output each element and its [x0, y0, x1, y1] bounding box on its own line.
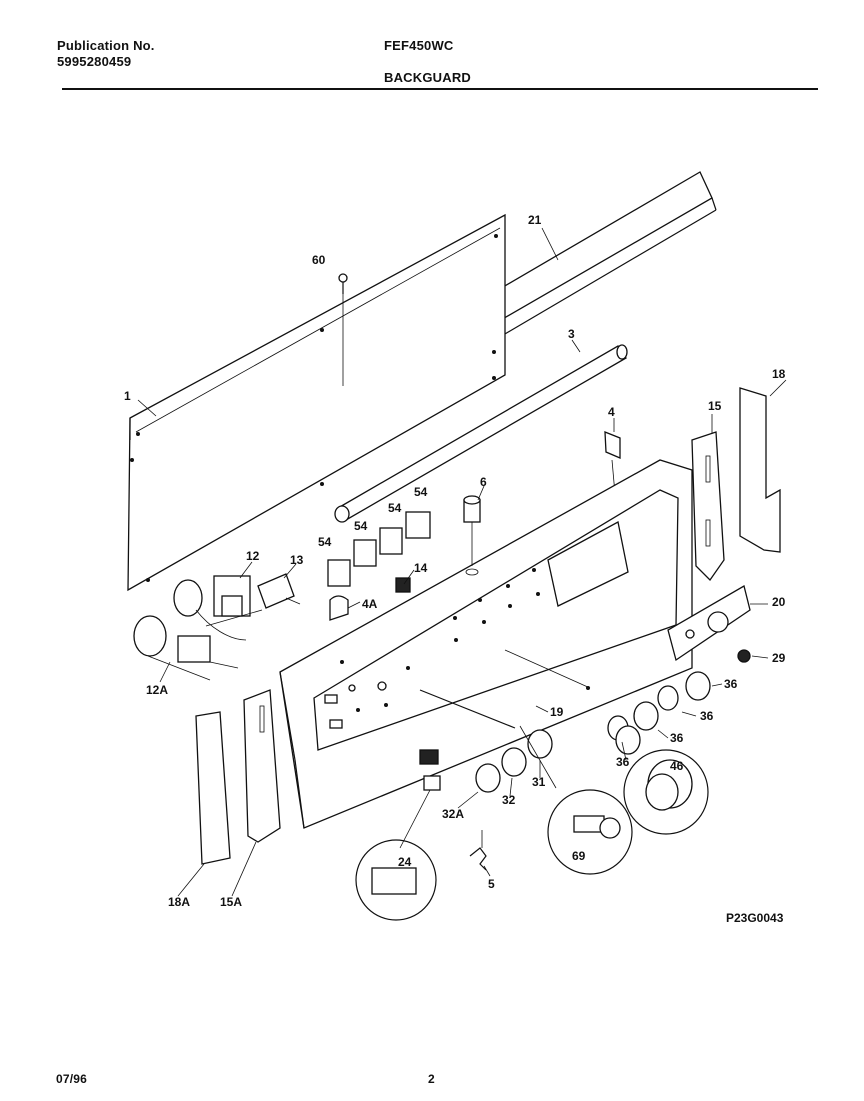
rear-panel	[127, 213, 506, 592]
relay-54	[327, 511, 431, 587]
callout-18: 18	[772, 367, 786, 381]
drawing-id: P23G0043	[726, 911, 784, 925]
callout-15: 15	[708, 399, 722, 413]
callout-19: 19	[550, 705, 564, 719]
callout-12A: 12A	[146, 683, 168, 697]
knob-36	[607, 671, 711, 755]
callout-12: 12	[246, 549, 260, 563]
lamp-holder-6	[463, 495, 481, 576]
callout-31: 31	[532, 775, 546, 789]
side-trim-18A	[195, 711, 231, 865]
callout-60: 60	[312, 253, 326, 267]
callout-13: 13	[290, 553, 304, 567]
footer-date: 07/96	[56, 1072, 88, 1086]
callout-15A: 15A	[220, 895, 242, 909]
header-rule	[62, 88, 818, 90]
callout-5: 5	[488, 877, 495, 891]
callout-21: 21	[528, 213, 542, 227]
callout-36-b: 36	[700, 709, 714, 723]
callout-54-d: 54	[318, 535, 332, 549]
thermostat-12A	[133, 615, 239, 681]
screw-60	[338, 273, 348, 386]
screw-69	[519, 725, 633, 875]
end-cap-15	[691, 431, 725, 582]
bracket-20	[667, 585, 751, 662]
leader-lines	[137, 227, 787, 897]
callout-18A: 18A	[168, 895, 190, 909]
clock-13	[257, 573, 301, 609]
control-panel	[279, 459, 693, 829]
callout-36-d: 36	[616, 755, 630, 769]
section-title: BACKGUARD	[384, 70, 472, 85]
callout-14: 14	[414, 561, 428, 575]
callout-36-c: 36	[670, 731, 684, 745]
page-number: 2	[428, 1072, 435, 1086]
callout-1: 1	[124, 389, 131, 403]
end-cap-15A	[243, 689, 281, 843]
rocker-switch-24	[355, 749, 441, 921]
switch-14	[395, 577, 411, 593]
callout-29: 29	[772, 651, 786, 665]
callout-54-c: 54	[354, 519, 368, 533]
callout-4: 4	[608, 405, 615, 419]
spring-5	[469, 830, 487, 871]
knob-31	[475, 729, 553, 793]
shaft-19	[419, 689, 516, 729]
publication-label: Publication No.	[57, 38, 155, 53]
callout-32A: 32A	[442, 807, 464, 821]
callout-69: 69	[572, 849, 586, 863]
callout-32: 32	[502, 793, 516, 807]
publication-number: 5995280459	[57, 54, 132, 69]
callout-46: 46	[670, 759, 684, 773]
callout-36-a: 36	[724, 677, 738, 691]
callout-6: 6	[480, 475, 487, 489]
knob-46	[623, 749, 709, 835]
callout-24: 24	[398, 855, 412, 869]
callout-3: 3	[568, 327, 575, 341]
bracket-4A	[329, 595, 349, 621]
timer-12	[173, 575, 263, 641]
callout-54-a: 54	[414, 485, 428, 499]
side-trim-18	[739, 387, 781, 553]
callout-20: 20	[772, 595, 786, 609]
callout-4A: 4A	[362, 597, 378, 611]
callout-54-b: 54	[388, 501, 402, 515]
callout-labels: 1 21 60 3 18 15 4 6 54 54 54 54 12 13 14…	[124, 213, 786, 925]
model-number: FEF450WC	[384, 38, 454, 53]
fluorescent-tube	[334, 344, 628, 523]
nut-29	[737, 649, 751, 663]
